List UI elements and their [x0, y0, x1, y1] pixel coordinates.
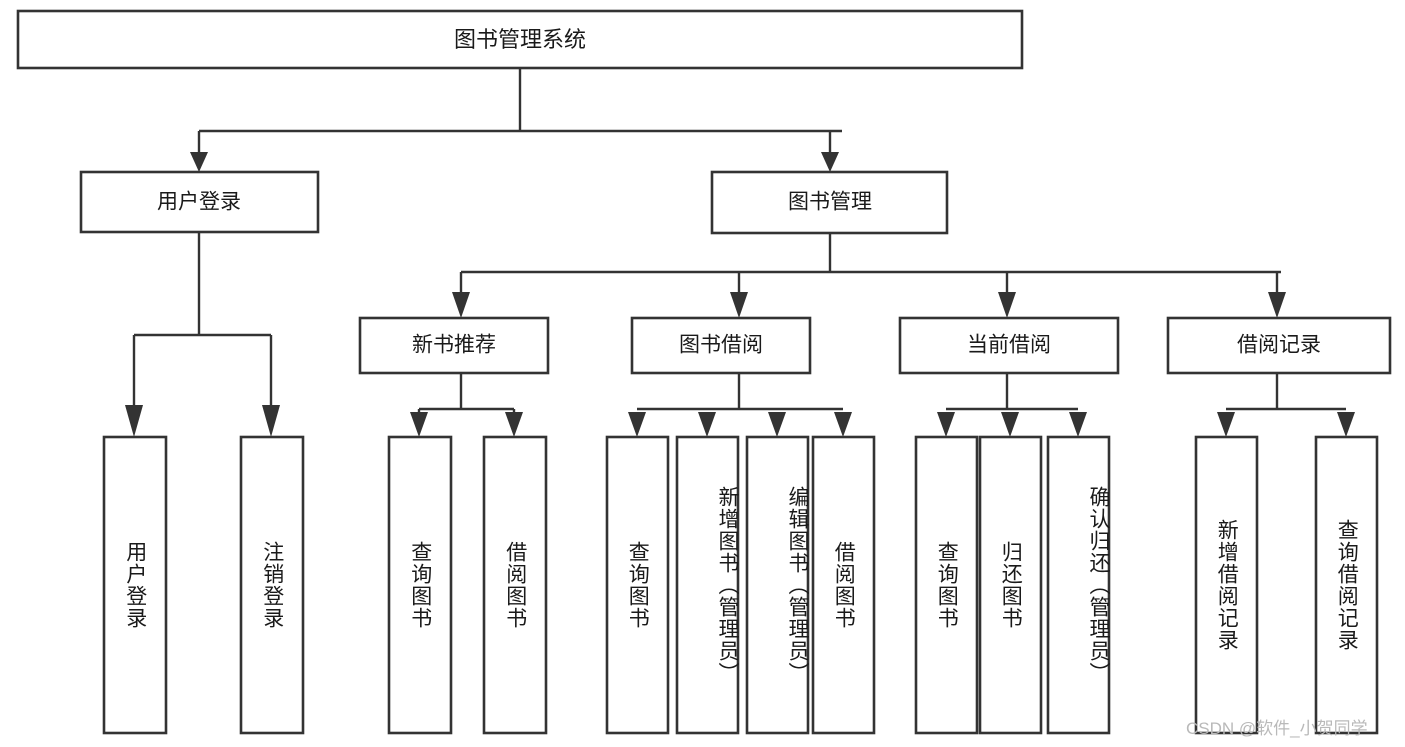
- arrowhead-leaf-query-book-3: [937, 412, 955, 437]
- node-book-borrow-box[interactable]: [630, 316, 812, 375]
- leaf-return-book-box[interactable]: [978, 435, 1043, 735]
- leaf-query-book-3-box[interactable]: [914, 435, 979, 735]
- arrowhead-leaf-add-record: [1217, 412, 1235, 437]
- leaf-user-login-box[interactable]: [102, 435, 168, 735]
- node-new-book-recommend-label: 新书推荐: [412, 334, 496, 357]
- arrowhead-book-manage: [821, 152, 839, 172]
- node-root-box[interactable]: [16, 9, 1024, 70]
- node-root-label: 图书管理系统: [454, 27, 586, 52]
- connector-layer: [125, 68, 1355, 437]
- arrowhead-borrow-record: [1268, 292, 1286, 318]
- node-new-book-recommend-box[interactable]: [358, 316, 550, 375]
- node-borrow-record-label: 借阅记录: [1237, 334, 1321, 357]
- node-book-borrow[interactable]: 图书借阅: [630, 316, 812, 375]
- leaf-add-record-box[interactable]: [1194, 435, 1259, 735]
- node-root[interactable]: 图书管理系统: [16, 9, 1024, 70]
- arrowhead-leaf-user-login: [125, 405, 143, 437]
- leaf-boxes: [102, 435, 1379, 735]
- arrowhead-leaf-borrow-book-2: [834, 412, 852, 437]
- arrowhead-leaf-return-book: [1001, 412, 1019, 437]
- arrowhead-leaf-query-book-1: [410, 412, 428, 437]
- arrowhead-leaf-query-book-2: [628, 412, 646, 437]
- node-borrow-record-box[interactable]: [1166, 316, 1392, 375]
- node-book-manage[interactable]: 图书管理: [710, 170, 949, 235]
- arrowhead-leaf-edit-book: [768, 412, 786, 437]
- node-user-login[interactable]: 用户登录: [79, 170, 320, 234]
- node-user-login-box[interactable]: [79, 170, 320, 234]
- leaf-borrow-book-2-box[interactable]: [811, 435, 876, 735]
- arrowhead-leaf-query-record: [1337, 412, 1355, 437]
- arrowhead-new-book-recommend: [452, 292, 470, 318]
- node-current-borrow[interactable]: 当前借阅: [898, 316, 1120, 375]
- node-current-borrow-box[interactable]: [898, 316, 1120, 375]
- node-book-manage-box[interactable]: [710, 170, 949, 235]
- node-new-book-recommend[interactable]: 新书推荐: [358, 316, 550, 375]
- arrowhead-book-borrow: [730, 292, 748, 318]
- node-book-borrow-label: 图书借阅: [679, 334, 763, 357]
- arrowhead-leaf-user-logout: [262, 405, 280, 437]
- leaf-confirm-return-box[interactable]: [1046, 435, 1111, 735]
- leaf-query-record-box[interactable]: [1314, 435, 1379, 735]
- node-user-login-label: 用户登录: [157, 191, 241, 214]
- leaf-user-logout-box[interactable]: [239, 435, 305, 735]
- leaf-add-book-box[interactable]: [675, 435, 740, 735]
- arrowhead-leaf-confirm-return: [1069, 412, 1087, 437]
- leaf-query-book-2-box[interactable]: [605, 435, 670, 735]
- arrowhead-leaf-add-book: [698, 412, 716, 437]
- arrowhead-current-borrow: [998, 292, 1016, 318]
- node-borrow-record[interactable]: 借阅记录: [1166, 316, 1392, 375]
- leaf-query-book-1-box[interactable]: [387, 435, 453, 735]
- arrowhead-leaf-borrow-book-1: [505, 412, 523, 437]
- leaf-edit-book-box[interactable]: [745, 435, 810, 735]
- node-book-manage-label: 图书管理: [788, 191, 872, 214]
- arrowhead-user-login: [190, 152, 208, 172]
- leaf-borrow-book-1-box[interactable]: [482, 435, 548, 735]
- node-current-borrow-label: 当前借阅: [967, 334, 1051, 357]
